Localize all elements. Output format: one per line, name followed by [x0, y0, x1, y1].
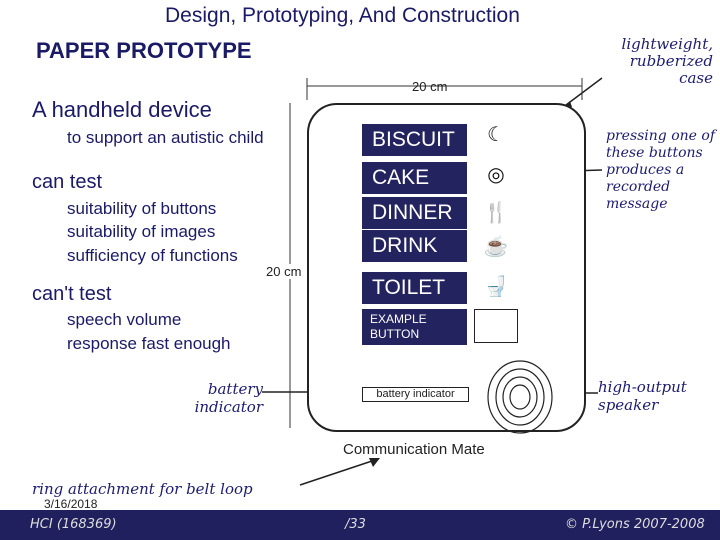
device-name: Communication Mate [343, 441, 485, 458]
purpose-text: to support an autistic child [67, 128, 264, 147]
button-toilet[interactable]: TOILET [362, 272, 467, 304]
footer-course: HCI (168369) [30, 517, 117, 532]
slide-subtitle: PAPER PROTOTYPE [36, 38, 252, 63]
buttons-annotation: pressing one of these buttons produces a… [606, 128, 716, 212]
button-drink[interactable]: DRINK [362, 230, 467, 262]
button-cake[interactable]: CAKE [362, 162, 467, 194]
heading-device: A handheld device [32, 97, 212, 122]
battery-indicator: battery indicator [362, 387, 469, 402]
can-test-item: suitability of buttons [67, 199, 217, 218]
footer-copyright: © P.Lyons 2007-2008 [565, 517, 705, 532]
case-annotation: lightweight, rubberized case [621, 35, 713, 87]
cake-icon: ◎ [474, 158, 518, 190]
ring-annotation: ring attachment for belt loop [32, 480, 253, 498]
slide-title: Design, Prototyping, And Construction [165, 4, 520, 27]
slide-date: 3/16/2018 [44, 497, 98, 511]
cant-test-item: speech volume [67, 310, 182, 329]
footer-bar [0, 510, 720, 540]
cup-icon: ☕ [474, 230, 518, 262]
crescent-icon: ☾ [474, 118, 518, 150]
example-button[interactable]: EXAMPLE BUTTON [362, 309, 467, 345]
can-test-heading: can test [32, 171, 103, 193]
width-dimension: 20 cm [412, 79, 448, 94]
height-dimension: 20 cm [266, 264, 302, 279]
device-body [307, 103, 586, 432]
header-bar [0, 0, 720, 34]
toilet-icon: 🚽 [474, 270, 518, 302]
can-test-item: suitability of images [67, 222, 216, 241]
speaker-annotation: high-output speaker [598, 378, 687, 414]
can-test-item: sufficiency of functions [67, 246, 238, 265]
footer-page: /33 [345, 517, 366, 532]
speaker-icon [487, 360, 553, 434]
example-icon-box [474, 309, 518, 343]
cutlery-icon: 🍴 [474, 196, 518, 228]
cant-test-heading: can't test [32, 283, 112, 305]
battery-annotation: battery indicator [194, 380, 263, 416]
cant-test-item: response fast enough [67, 334, 231, 353]
button-dinner[interactable]: DINNER [362, 197, 467, 229]
button-biscuit[interactable]: BISCUIT [362, 124, 467, 156]
